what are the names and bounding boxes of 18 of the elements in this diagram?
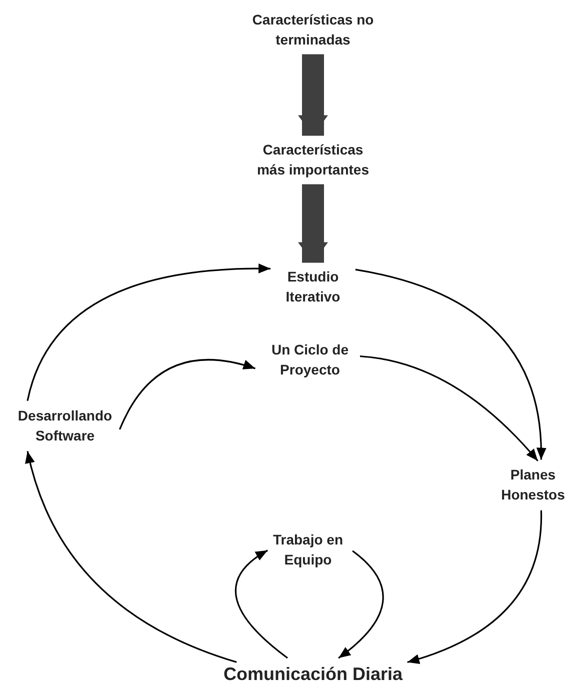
stage-label: Comunicación Diaria: [223, 660, 403, 688]
stage-label: Planes Honestos: [493, 464, 571, 506]
stage-label: Características no terminadas: [250, 10, 376, 50]
curved-arrow: [360, 355, 538, 462]
stage-label: Trabajo en Equipo: [263, 530, 353, 570]
curved-arrow: [26, 451, 237, 663]
block-arrow: [298, 184, 328, 263]
stage-label: Características más importantes: [248, 140, 378, 180]
stage-label: Un Ciclo de Proyecto: [260, 340, 360, 380]
curved-arrow: [235, 550, 288, 659]
block-arrow: [298, 54, 328, 136]
stage-label: Estudio Iterativo: [276, 266, 350, 308]
curved-arrow: [355, 268, 546, 460]
curved-arrow: [118, 358, 256, 430]
stage-label: Desarrollando Software: [10, 406, 120, 446]
curved-arrow: [338, 550, 384, 659]
curved-arrow: [407, 510, 542, 664]
curved-arrow: [26, 264, 270, 402]
